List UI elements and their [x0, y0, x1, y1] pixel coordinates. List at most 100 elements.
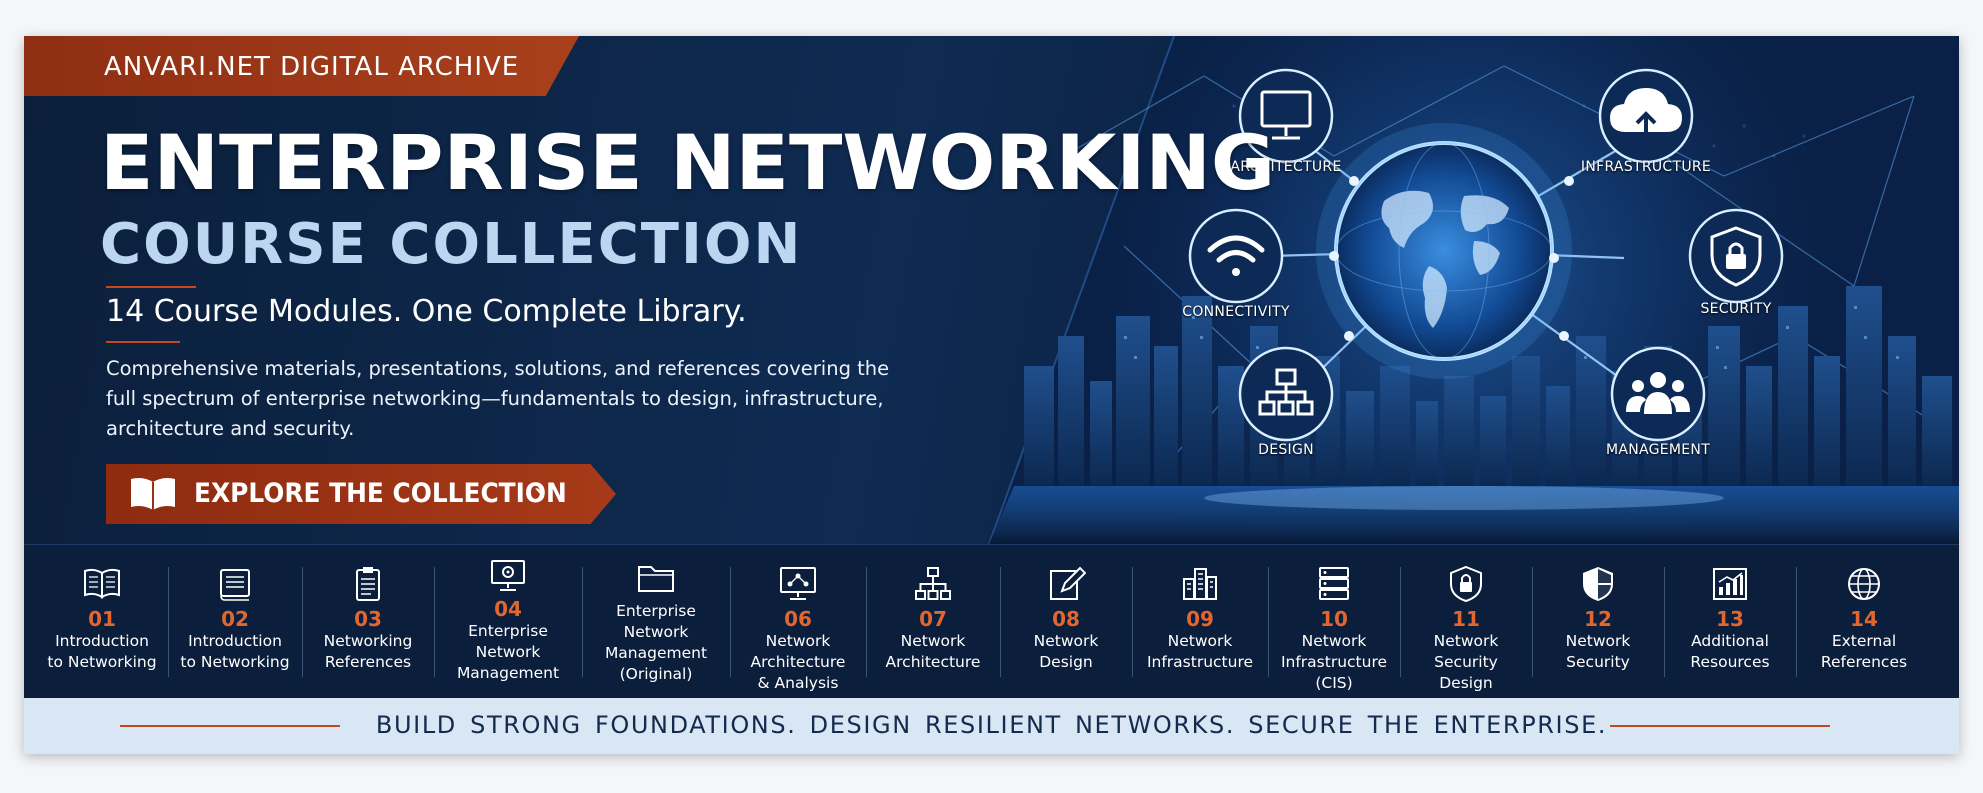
module-title: Network Design	[1033, 632, 1099, 671]
module-number: 01	[88, 607, 116, 631]
module-number: 07	[919, 607, 947, 631]
module-12[interactable]: 12 Network Security	[1532, 545, 1664, 699]
node-label-security: SECURITY	[1700, 301, 1772, 317]
module-03[interactable]: 03 Networking References	[302, 545, 434, 699]
module-14[interactable]: 14 External References	[1796, 545, 1932, 699]
hierarchy-icon	[1258, 368, 1314, 416]
folder-icon	[638, 566, 674, 592]
archive-label: ANVARI.NET DIGITAL ARCHIVE	[104, 52, 520, 82]
slogan-rule-left	[120, 725, 340, 727]
tagline-divider	[106, 341, 180, 343]
module-divider	[1664, 567, 1665, 677]
course-collection-banner: ARCHITECTURE INFRASTRUCTURE CONNECTIVITY…	[24, 36, 1959, 754]
module-13[interactable]: 13 Additional Resources	[1664, 545, 1796, 699]
module-divider	[582, 567, 583, 677]
module-number: 14	[1850, 607, 1878, 631]
node-label-management: MANAGEMENT	[1605, 442, 1711, 458]
module-title: External References	[1820, 632, 1908, 671]
network-city-graphic	[924, 36, 1959, 544]
module-10[interactable]: 10 Network Infrastructure (CIS)	[1268, 545, 1400, 699]
server-icon	[1319, 567, 1349, 600]
module-title: Network Architecture	[885, 632, 981, 671]
module-divider	[1132, 567, 1133, 677]
module-title: Network Infrastructure (CIS)	[1280, 632, 1388, 692]
module-title: Introduction to Networking	[47, 632, 157, 671]
module-title: Network Architecture & Analysis	[750, 632, 846, 692]
module-09[interactable]: 09 Network Infrastructure	[1132, 545, 1268, 699]
module-divider	[168, 567, 169, 677]
hero-section: ARCHITECTURE INFRASTRUCTURE CONNECTIVITY…	[24, 36, 1959, 544]
module-06[interactable]: 06 Network Architecture & Analysis	[730, 545, 866, 699]
explore-collection-label: EXPLORE THE COLLECTION	[194, 478, 567, 509]
buildings-icon	[1183, 568, 1217, 600]
module-number: 13	[1716, 607, 1744, 631]
shield-lock-icon	[1710, 226, 1762, 287]
open-book-icon	[131, 478, 175, 510]
monitor-network-icon	[780, 567, 816, 600]
module-number: 08	[1052, 607, 1080, 631]
module-01[interactable]: 01 Introduction to Networking	[36, 545, 168, 699]
module-divider	[302, 567, 303, 677]
node-label-design: DESIGN	[1258, 442, 1314, 458]
wifi-icon	[1207, 235, 1265, 276]
module-number: 02	[221, 607, 249, 631]
module-title: Network Security Design	[1433, 632, 1499, 692]
cloud-upload-icon	[1610, 88, 1682, 140]
slogan-bar: BUILD STRONG FOUNDATIONS. DESIGN RESILIE…	[24, 698, 1959, 754]
module-number: 12	[1584, 607, 1612, 631]
clipboard-icon	[356, 567, 380, 601]
users-icon	[1626, 372, 1690, 414]
module-divider	[866, 567, 867, 677]
module-04[interactable]: 04 Enterprise Network Management	[434, 545, 582, 699]
title-divider	[106, 286, 196, 288]
node-label-architecture: ARCHITECTURE	[1230, 159, 1342, 175]
globe-icon	[1848, 568, 1880, 600]
tagline: 14 Course Modules. One Complete Library.	[106, 294, 747, 329]
pencil-edit-icon	[1050, 566, 1086, 600]
module-title: Enterprise Network Management	[456, 622, 560, 682]
archive-ribbon: ANVARI.NET DIGITAL ARCHIVE	[24, 36, 579, 96]
module-divider	[434, 567, 435, 677]
module-08[interactable]: 08 Network Design	[1000, 545, 1132, 699]
module-divider	[1532, 567, 1533, 677]
module-number: 04	[494, 597, 522, 621]
chevron-right-icon: ›	[534, 474, 545, 510]
module-title: Introduction to Networking	[180, 632, 290, 671]
shield-icon	[1583, 567, 1613, 601]
module-divider	[1268, 567, 1269, 677]
node-label-infrastructure: INFRASTRUCTURE	[1580, 159, 1712, 175]
module-number: 03	[354, 607, 382, 631]
node-label-connectivity: CONNECTIVITY	[1182, 304, 1290, 320]
module-number: 09	[1186, 607, 1214, 631]
module-title: Network Infrastructure	[1146, 632, 1254, 671]
chart-icon	[1713, 568, 1747, 600]
shield-lock-icon	[1450, 565, 1482, 603]
page-title: ENTERPRISE NETWORKING	[100, 118, 1276, 207]
slogan: BUILD STRONG FOUNDATIONS. DESIGN RESILIE…	[375, 711, 1608, 739]
description: Comprehensive materials, presentations, …	[106, 357, 890, 440]
module-number: 06	[784, 607, 812, 631]
module-number: 10	[1320, 607, 1348, 631]
module-divider	[730, 567, 731, 677]
open-book-icon	[84, 568, 120, 599]
module-divider	[1796, 567, 1797, 677]
module-05[interactable]: Enterprise Network Management (Original)	[582, 545, 730, 699]
module-number: 11	[1452, 607, 1480, 631]
module-divider	[1000, 567, 1001, 677]
page-subtitle: COURSE COLLECTION	[100, 212, 803, 277]
module-title: Additional Resources	[1690, 632, 1770, 671]
explore-collection-button[interactable]: EXPLORE THE COLLECTION ›	[106, 464, 616, 524]
module-11[interactable]: 11 Network Security Design	[1400, 545, 1532, 699]
module-07[interactable]: 07 Network Architecture	[866, 545, 1000, 699]
hierarchy-icon	[915, 567, 951, 600]
module-title: Networking References	[323, 632, 413, 671]
monitor-icon	[1260, 90, 1312, 140]
module-title: Network Security	[1565, 632, 1631, 671]
book-icon	[220, 569, 250, 601]
module-02[interactable]: 02 Introduction to Networking	[168, 545, 302, 699]
monitor-gear-icon	[491, 560, 525, 591]
module-strip: 01 Introduction to Networking 02 Introdu…	[24, 544, 1959, 698]
module-title: Enterprise Network Management (Original)	[604, 602, 708, 683]
slogan-rule-right	[1610, 725, 1830, 727]
module-divider	[1400, 567, 1401, 677]
